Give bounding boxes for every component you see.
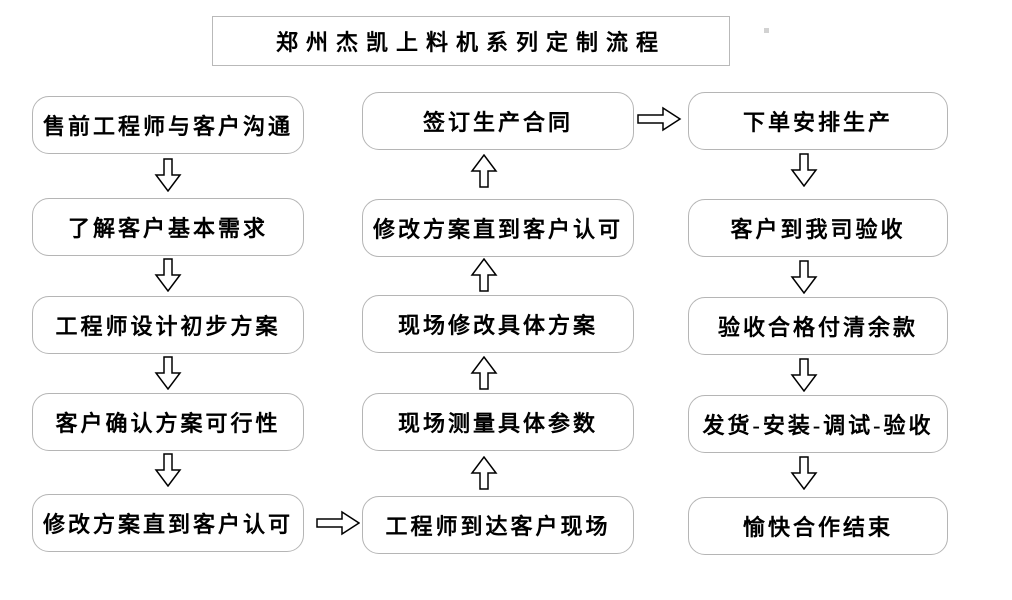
artifact-dot <box>764 28 769 33</box>
flow-step-presale-communication: 售前工程师与客户沟通 <box>32 96 304 154</box>
down-arrow-icon <box>154 453 182 487</box>
flow-step-cooperation-end: 愉快合作结束 <box>688 497 948 555</box>
down-arrow-icon <box>154 158 182 192</box>
flow-step-confirm-feasibility: 客户确认方案可行性 <box>32 393 304 451</box>
up-arrow-icon <box>470 456 498 490</box>
flow-step-engineer-arrives-onsite: 工程师到达客户现场 <box>362 496 634 554</box>
flow-step-revise-until-approved-2: 修改方案直到客户认可 <box>362 199 634 257</box>
flow-step-revise-until-approved-1: 修改方案直到客户认可 <box>32 494 304 552</box>
down-arrow-icon <box>790 358 818 392</box>
flow-step-schedule-production: 下单安排生产 <box>688 92 948 150</box>
right-arrow-icon <box>316 510 360 536</box>
up-arrow-icon <box>470 356 498 390</box>
down-arrow-icon <box>154 258 182 292</box>
flow-step-onsite-measure-params: 现场测量具体参数 <box>362 393 634 451</box>
flow-step-ship-install-debug: 发货-安装-调试-验收 <box>688 395 948 453</box>
flow-step-onsite-revise-plan: 现场修改具体方案 <box>362 295 634 353</box>
down-arrow-icon <box>790 153 818 187</box>
flow-step-understand-needs: 了解客户基本需求 <box>32 198 304 256</box>
flow-step-pay-balance: 验收合格付清余款 <box>688 297 948 355</box>
flow-step-sign-contract: 签订生产合同 <box>362 92 634 150</box>
up-arrow-icon <box>470 258 498 292</box>
down-arrow-icon <box>790 260 818 294</box>
up-arrow-icon <box>470 154 498 188</box>
down-arrow-icon <box>154 356 182 390</box>
flow-step-initial-design: 工程师设计初步方案 <box>32 296 304 354</box>
right-arrow-icon <box>637 106 682 132</box>
flowchart-title: 郑州杰凯上料机系列定制流程 <box>212 16 730 66</box>
down-arrow-icon <box>790 456 818 490</box>
flow-step-customer-acceptance: 客户到我司验收 <box>688 199 948 257</box>
